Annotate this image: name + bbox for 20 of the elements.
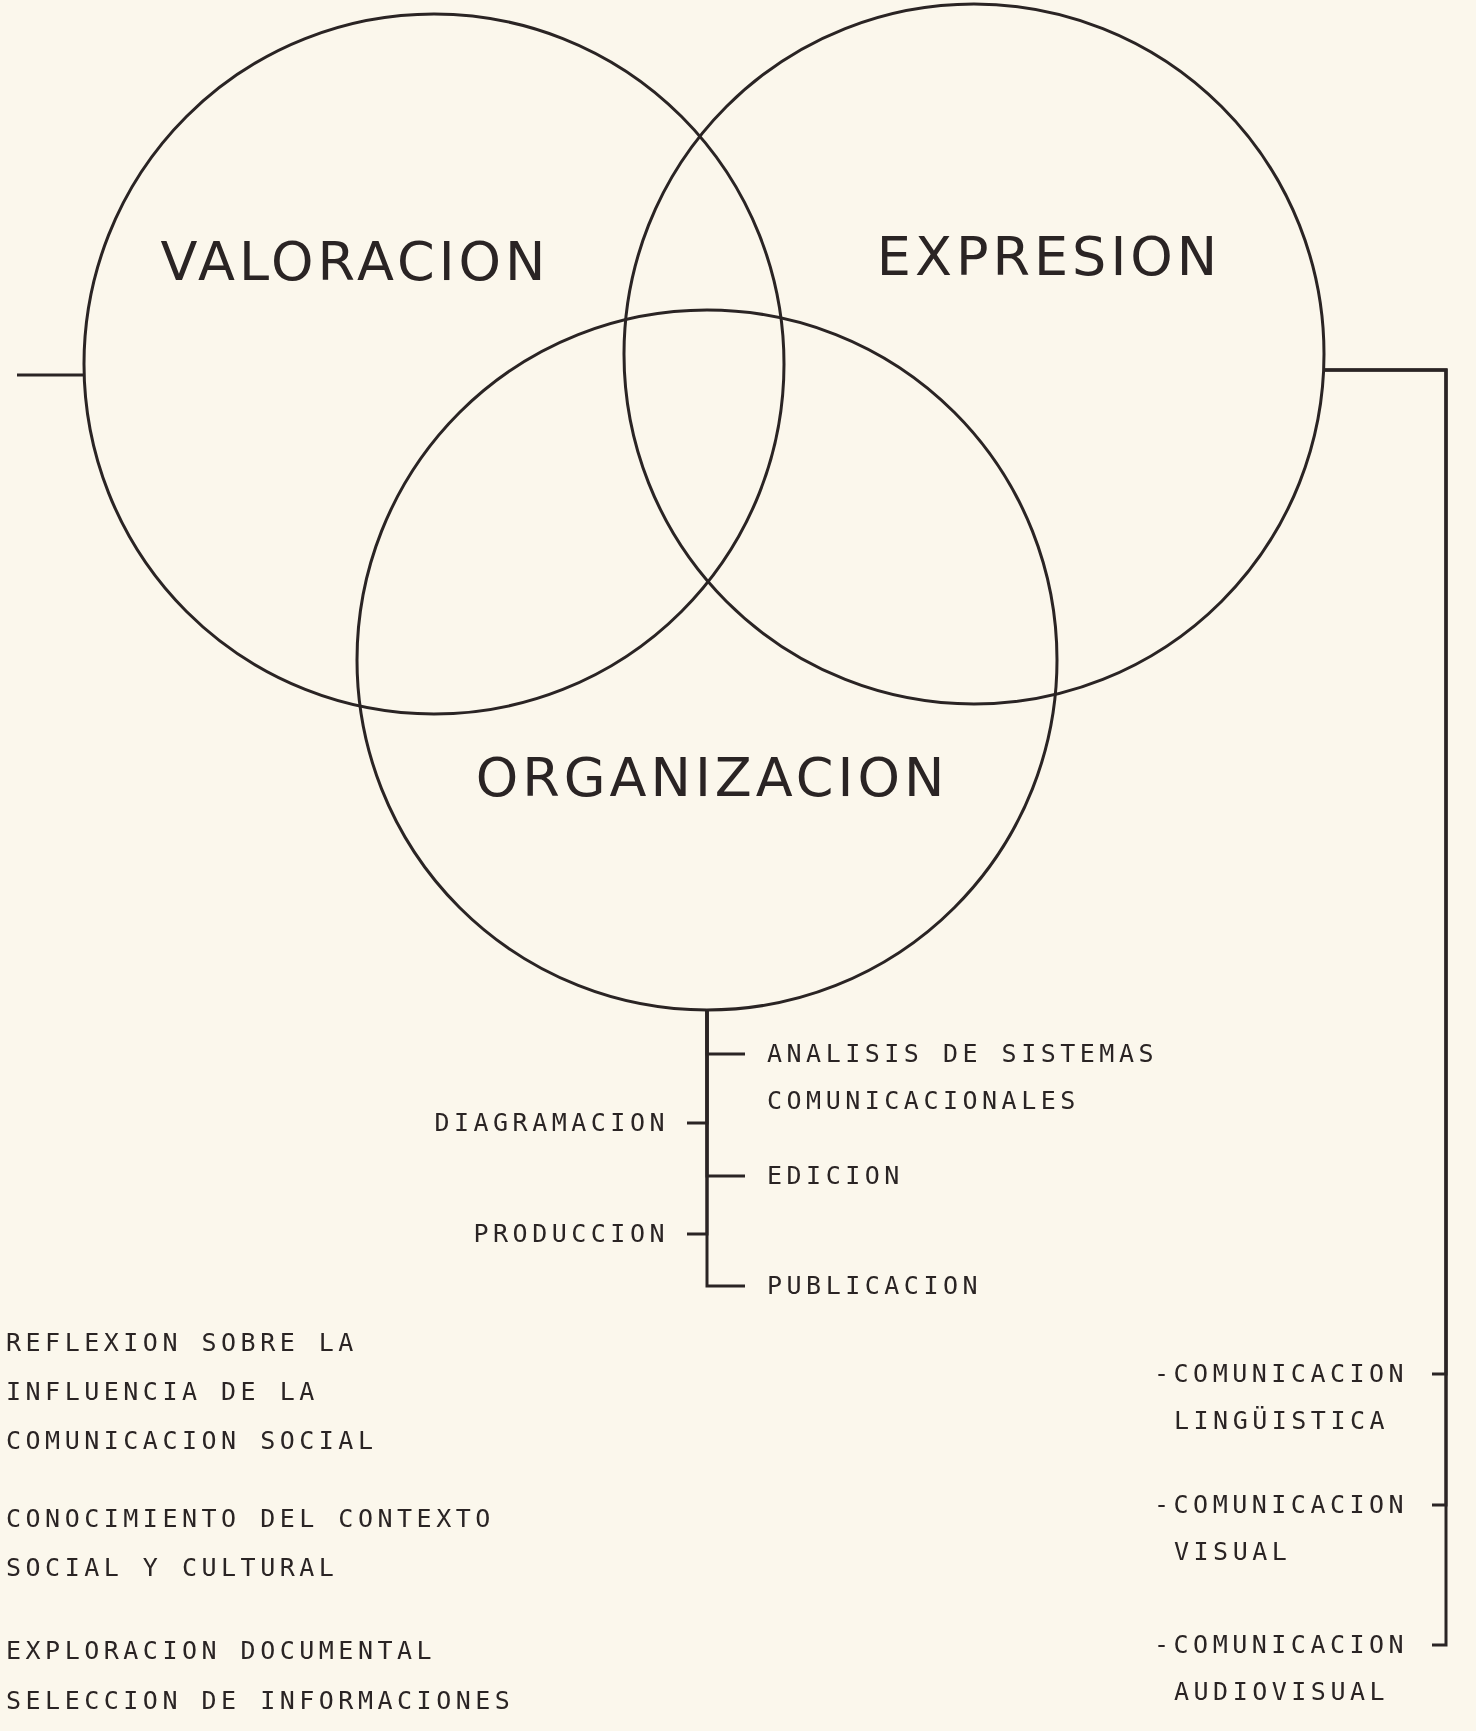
connector-line: [705, 1010, 745, 1288]
list-item: -COMUNICACION LINGÜISTICA: [1140, 1350, 1432, 1444]
list-item: PRODUCCION: [420, 1210, 687, 1257]
note-text: CONOCIMIENTO DEL CONTEXTO SOCIAL Y CULTURAL: [6, 1503, 496, 1584]
note-text: REFLEXION SOBRE LA INFLUENCIA DE LA COMUNICACION SOCIAL: [6, 1327, 379, 1457]
circle-label: EXPRESION: [876, 230, 1222, 284]
venn-circle: [622, 2, 1326, 706]
connector-line: [17, 373, 85, 377]
venn-circle: [355, 308, 1059, 1012]
list-item: -COMUNICACION AUDIOVISUAL: [1140, 1621, 1432, 1715]
list-item: PUBLICACION: [745, 1262, 1045, 1309]
note-text: SELECCION DE INFORMACIONES: [6, 1685, 516, 1717]
list-item: DIAGRAMACION: [380, 1099, 687, 1146]
circle-label: VALORACION: [160, 235, 550, 289]
list-item: -COMUNICACION VISUAL: [1140, 1481, 1432, 1575]
list-item: ANALISIS DE SISTEMAS COMUNICACIONALES: [745, 1030, 1165, 1124]
note-text: EXPLORACION DOCUMENTAL: [6, 1635, 438, 1667]
circle-label: ORGANIZACION: [475, 751, 949, 805]
venn-circle: [82, 12, 786, 716]
list-item: EDICION: [745, 1152, 995, 1199]
